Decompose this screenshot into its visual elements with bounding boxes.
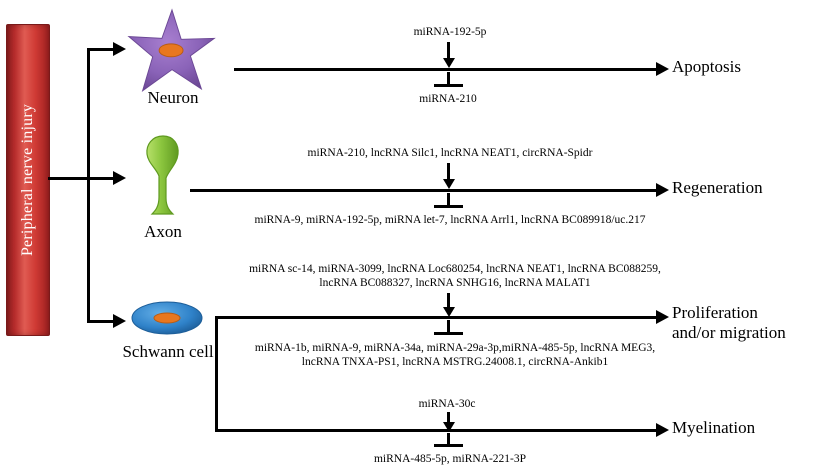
cell-label-neuron: Neuron	[147, 88, 199, 107]
branch-arrow-schwann	[113, 314, 126, 328]
regeneration-promote-arrowhead	[443, 179, 455, 189]
axon-icon-group	[140, 134, 186, 223]
regeneration-inhibit-cap	[434, 205, 463, 208]
apoptosis-promoting-text: miRNA-192-5p	[413, 26, 487, 38]
branch-spine	[87, 48, 90, 323]
apoptosis-inhibit-cap	[434, 84, 463, 87]
peripheral-nerve-injury-bar: Peripheral nerve injury	[6, 24, 50, 336]
branch-line-schwann	[87, 320, 115, 323]
proliferation-promote-stem	[447, 293, 450, 309]
apoptosis-inhibiting-text: miRNA-210	[419, 93, 477, 105]
myelination-inhibiting-text: miRNA-485-5p, miRNA-221-3P	[373, 453, 527, 465]
schwann-to-myelination-connector	[215, 316, 218, 429]
regeneration-axis-arrowhead	[656, 183, 669, 197]
proliferation-promote-arrowhead	[443, 307, 455, 317]
peripheral-nerve-injury-label: Peripheral nerve injury	[19, 103, 36, 257]
apoptosis-axis-arrowhead	[656, 62, 669, 76]
proliferation-inhibiting-text: miRNA-1b, miRNA-9, miRNA-34a, miRNA-29a-…	[254, 342, 656, 368]
branch-line-neuron	[87, 48, 115, 51]
myelination-inhibit-stem	[447, 433, 450, 446]
schwann-icon-group	[130, 298, 204, 343]
regeneration-axis-line	[190, 189, 658, 192]
regeneration-promoting-text: miRNA-210, lncRNA Silc1, lncRNA NEAT1, c…	[307, 147, 593, 159]
branch-line-axon	[87, 177, 115, 180]
myelination-inhibit-cap	[434, 444, 463, 447]
apoptosis-promote-arrowhead	[443, 58, 455, 68]
branch-arrow-neuron	[113, 42, 126, 56]
outcome-myelination: Myelination	[672, 418, 756, 437]
trunk-line	[48, 177, 90, 180]
outcome-regeneration: Regeneration	[672, 178, 763, 197]
axon-icon	[146, 135, 179, 215]
regeneration-promote-stem	[447, 163, 450, 181]
cell-label-axon: Axon	[144, 222, 182, 241]
proliferation-promoting-text: miRNA sc-14, miRNA-3099, lncRNA Loc68025…	[249, 263, 661, 289]
star-neuron-icon	[127, 8, 216, 92]
cell-label-schwann: Schwann cell	[122, 342, 214, 361]
proliferation-axis-arrowhead	[656, 310, 669, 324]
proliferation-axis-line	[215, 316, 658, 319]
myelination-promoting-text: miRNA-30c	[418, 398, 476, 410]
apoptosis-inhibit-stem	[447, 72, 450, 86]
apoptosis-promote-stem	[447, 42, 450, 60]
regeneration-inhibiting-text: miRNA-9, miRNA-192-5p, miRNA let-7, lncR…	[254, 214, 646, 226]
apoptosis-axis-line	[234, 68, 658, 71]
proliferation-inhibit-cap	[434, 332, 463, 335]
proliferation-inhibit-stem	[447, 320, 450, 334]
myelination-axis-arrowhead	[656, 423, 669, 437]
branch-arrow-axon	[113, 171, 126, 185]
outcome-apoptosis: Apoptosis	[672, 57, 741, 76]
myelination-promote-arrowhead	[443, 422, 455, 432]
schwann-cell-icon	[131, 301, 203, 335]
outcome-proliferation: Proliferation and/or migration	[672, 303, 786, 342]
regeneration-inhibit-stem	[447, 193, 450, 207]
neuron-icon-group	[126, 8, 218, 105]
myelination-axis-line	[215, 429, 658, 432]
myelination-promote-stem	[447, 412, 450, 426]
